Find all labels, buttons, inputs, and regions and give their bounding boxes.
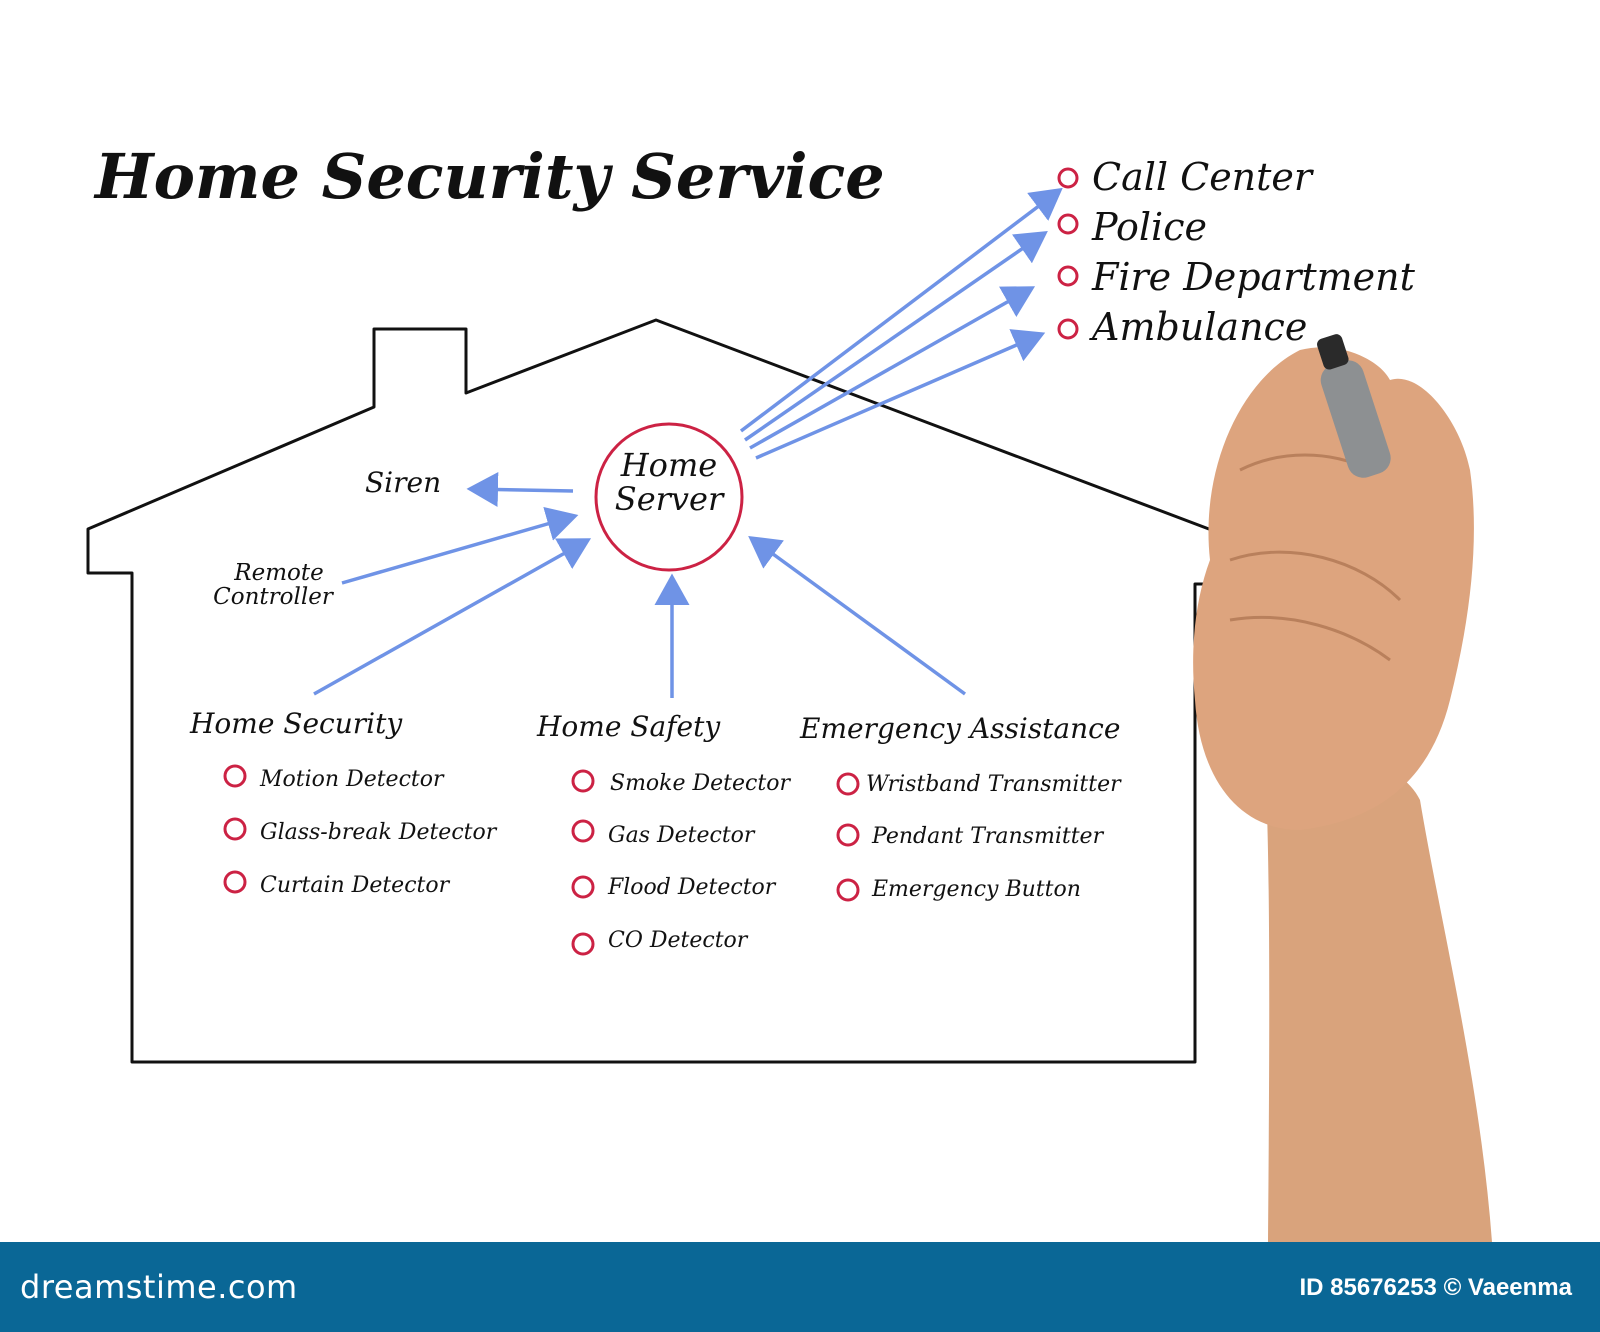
arrow-to-siren: [466, 472, 574, 508]
remote-label-line-2: Controller: [213, 584, 335, 610]
bullet-icon: [571, 875, 595, 899]
list-item: CO Detector: [608, 928, 749, 953]
list-item: Flood Detector: [607, 875, 777, 900]
bullet-icon: [836, 823, 860, 847]
list-item: Gas Detector: [608, 823, 756, 848]
bullet-icon: [571, 819, 595, 843]
list-item: Wristband Transmitter: [866, 772, 1122, 797]
bullet-icon: [1057, 265, 1079, 287]
group-title: Emergency Assistance: [799, 712, 1120, 745]
image-credit: ID 85676253 © Vaeenma: [1299, 1274, 1572, 1301]
marker-tip: [1317, 334, 1349, 370]
bullet-icon: [571, 932, 595, 956]
list-item: Emergency Button: [871, 877, 1081, 902]
list-item: Smoke Detector: [610, 771, 791, 796]
server-label-line-1: Home: [620, 446, 717, 484]
marker-body: [1320, 360, 1391, 478]
house-outline: [86, 318, 1240, 1064]
list-item: Curtain Detector: [260, 873, 451, 898]
server-circle: [594, 422, 744, 572]
remote-label-line-1: Remote: [233, 560, 323, 586]
bullet-icon: [223, 764, 247, 788]
list-item: Pendant Transmitter: [871, 824, 1105, 849]
output-list: Call Center Police Fire Department Ambul…: [1057, 155, 1416, 349]
group-home-safety: Home Safety Smoke Detector Gas Detector …: [536, 710, 791, 956]
arrow-from-home-security: [313, 538, 592, 696]
group-home-security: Home Security Motion Detector Glass-brea…: [189, 707, 498, 898]
output-ambulance: Ambulance: [1089, 305, 1307, 349]
arrow-to-ambulance: [755, 329, 1046, 460]
bullet-icon: [1057, 318, 1079, 340]
bullet-icon: [571, 769, 595, 793]
group-emergency-assistance: Emergency Assistance Wristband Transmitt…: [799, 712, 1122, 902]
siren-label: Siren: [365, 466, 441, 499]
output-fire-department: Fire Department: [1091, 255, 1416, 299]
arrow-to-police: [744, 231, 1048, 442]
bullet-icon: [223, 817, 247, 841]
hand-with-marker-image: [1193, 334, 1492, 1242]
bullet-icon: [836, 878, 860, 902]
bullet-icon: [1057, 213, 1079, 235]
forearm: [1265, 752, 1492, 1242]
arrow-to-fire-department: [749, 286, 1036, 450]
home-server-node: Home Server: [594, 422, 744, 572]
bullet-icon: [836, 772, 860, 796]
bullet-icon: [1057, 167, 1079, 189]
output-call-center: Call Center: [1092, 155, 1315, 199]
arrow-to-call-center: [739, 187, 1063, 433]
server-label-line-2: Server: [615, 480, 725, 518]
hand: [1193, 347, 1474, 830]
arrow-from-remote: [341, 506, 579, 585]
list-item: Motion Detector: [259, 767, 445, 792]
diagram-title: Home Security Service: [93, 140, 885, 213]
group-title: Home Safety: [536, 710, 721, 743]
bullet-icon: [223, 870, 247, 894]
brand-watermark: dreamstime.com: [20, 1268, 298, 1306]
output-police: Police: [1091, 205, 1207, 249]
arrow-from-emergency-assistance: [748, 535, 967, 696]
list-item: Glass-break Detector: [260, 820, 498, 845]
group-title: Home Security: [189, 707, 403, 740]
stock-footer: dreamstime.com ID 85676253 © Vaeenma: [0, 1242, 1600, 1332]
group-arrows: [313, 535, 967, 698]
output-arrows: [739, 187, 1063, 460]
